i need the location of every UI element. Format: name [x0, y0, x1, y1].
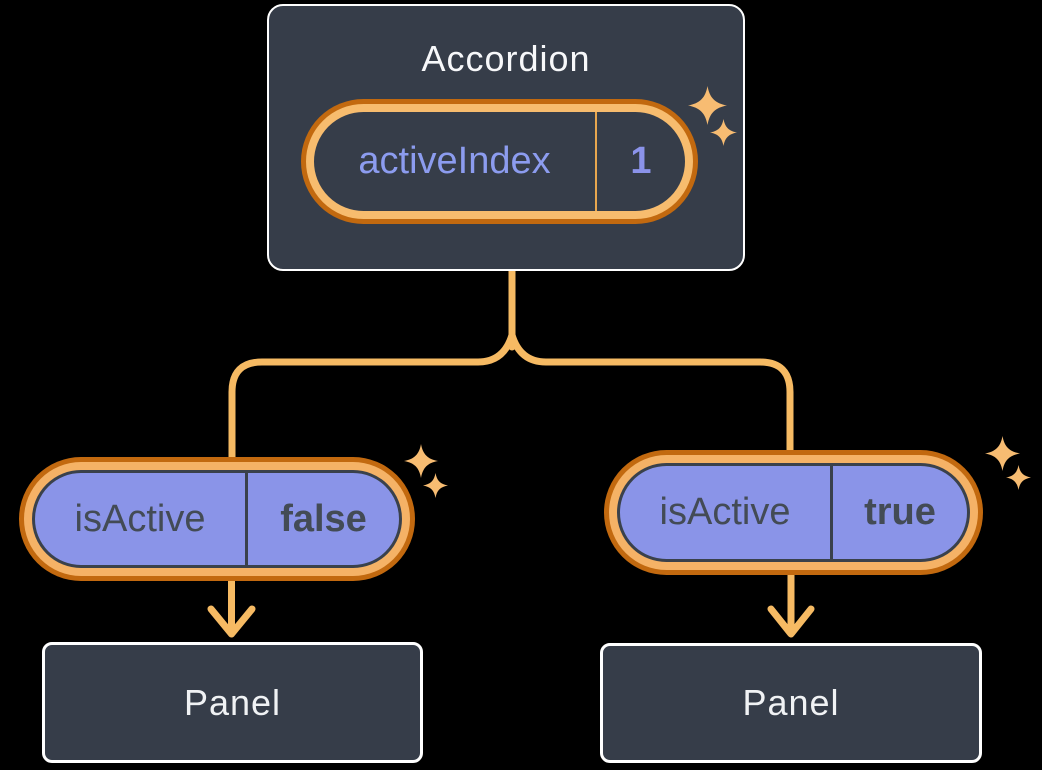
sparkle-icon	[1006, 465, 1031, 490]
branch-lines	[228, 331, 794, 476]
prop-label: isActive	[74, 497, 206, 540]
sparkle-icon	[688, 86, 727, 125]
accordion-node: Accordion activeIndex 1	[267, 4, 745, 271]
state-value: 1	[630, 140, 652, 182]
panel-title: Panel	[742, 682, 840, 723]
state-label: activeIndex	[358, 140, 551, 182]
arrow-right-head	[767, 605, 815, 638]
prop-pill-divider	[245, 473, 248, 565]
prop-label: isActive	[659, 491, 791, 533]
prop-pill-divider	[830, 466, 833, 559]
sparkle-icon	[404, 444, 438, 478]
accordion-title: Accordion	[421, 38, 591, 79]
arrow-left-head	[207, 605, 256, 638]
prop-pill-right: isActive true	[617, 463, 970, 562]
state-pill: activeIndex 1	[306, 104, 693, 219]
sparkle-icon	[985, 436, 1020, 471]
state-pill-divider	[595, 112, 597, 211]
panel-node-right: Panel	[600, 643, 982, 763]
prop-value: true	[864, 491, 936, 533]
sparkle-icon	[423, 473, 448, 498]
prop-pill-left: isActive false	[32, 470, 402, 568]
panel-title: Panel	[183, 681, 282, 723]
panel-node-left: Panel	[42, 642, 423, 763]
prop-value: false	[280, 497, 367, 540]
sparkle-icon	[710, 119, 737, 146]
